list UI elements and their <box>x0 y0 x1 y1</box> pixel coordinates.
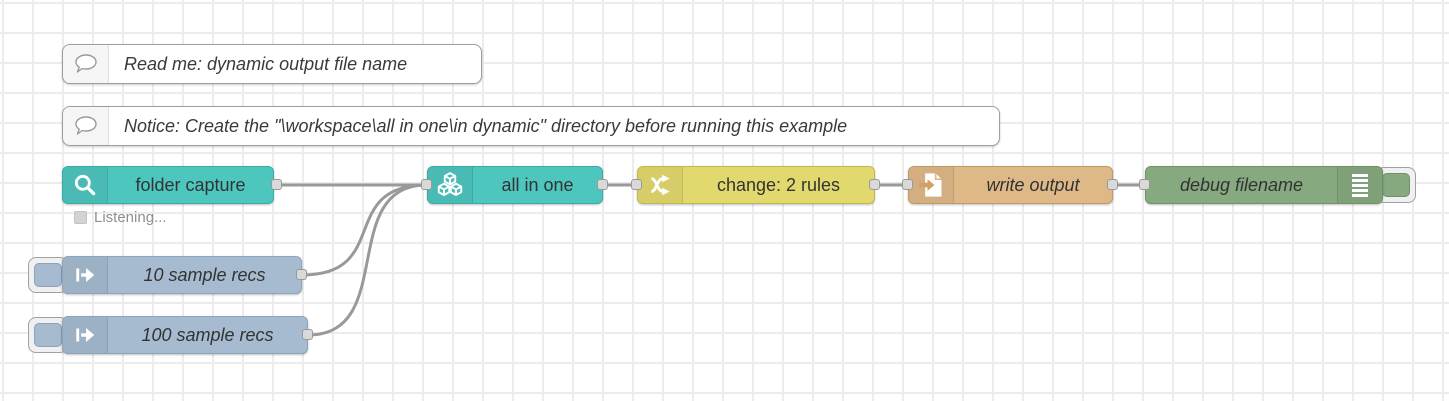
port-all-in-one-out[interactable] <box>597 179 608 190</box>
port-debug-in[interactable] <box>1139 179 1150 190</box>
node-label: write output <box>986 174 1080 195</box>
inject-arrow-icon <box>63 257 108 293</box>
port-write-output-out[interactable] <box>1107 179 1118 190</box>
comment-read-me[interactable]: Read me: dynamic output file name <box>62 44 482 84</box>
debug-list-icon <box>1337 167 1382 203</box>
node-status: Listening... <box>74 209 167 226</box>
search-icon <box>63 167 108 203</box>
node-label: 100 sample recs <box>141 324 274 345</box>
comment-label: Read me: dynamic output file name <box>124 53 408 74</box>
inject-arrow-icon <box>63 317 108 353</box>
file-in-icon <box>909 167 954 203</box>
status-dot-icon <box>74 211 87 224</box>
node-label: all in one <box>501 174 574 195</box>
node-all-in-one[interactable]: all in one <box>427 166 603 204</box>
port-all-in-one-in[interactable] <box>421 179 432 190</box>
port-change-out[interactable] <box>869 179 880 190</box>
port-folder-capture-out[interactable] <box>271 179 282 190</box>
cubes-icon <box>428 167 473 203</box>
wire-inject100-to-allinone[interactable] <box>306 183 429 337</box>
node-label: folder capture <box>135 174 246 195</box>
node-change[interactable]: change: 2 rules <box>637 166 875 204</box>
debug-toggle-state <box>1382 173 1410 197</box>
port-change-in[interactable] <box>631 179 642 190</box>
shuffle-icon <box>638 167 683 203</box>
speech-bubble-icon <box>63 107 109 145</box>
node-write-output[interactable]: write output <box>908 166 1113 204</box>
port-write-output-in[interactable] <box>902 179 913 190</box>
port-inject-10-out[interactable] <box>296 269 307 280</box>
speech-bubble-icon <box>63 45 109 83</box>
node-debug-filename[interactable]: debug filename <box>1145 166 1383 204</box>
node-folder-capture[interactable]: folder capture <box>62 166 274 204</box>
comment-notice[interactable]: Notice: Create the "\workspace\all in on… <box>62 106 1000 146</box>
node-inject-100[interactable]: 100 sample recs <box>62 316 308 354</box>
wire-inject10-to-allinone[interactable] <box>300 183 429 277</box>
inject-button-100[interactable] <box>28 317 68 353</box>
port-inject-100-out[interactable] <box>302 329 313 340</box>
node-label: 10 sample recs <box>143 264 266 285</box>
inject-button-face <box>34 263 62 287</box>
node-label: change: 2 rules <box>716 174 841 195</box>
status-text: Listening... <box>94 209 167 226</box>
node-label: debug filename <box>1179 174 1304 195</box>
comment-label: Notice: Create the "\workspace\all in on… <box>124 115 848 136</box>
inject-button-10[interactable] <box>28 257 68 293</box>
node-inject-10[interactable]: 10 sample recs <box>62 256 302 294</box>
inject-button-face <box>34 323 62 347</box>
